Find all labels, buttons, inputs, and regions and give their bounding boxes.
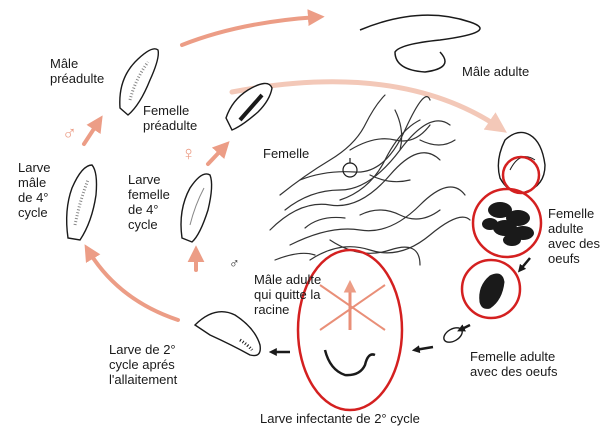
label-line: Mâle adulte	[254, 272, 321, 287]
label-line: Larve	[128, 172, 170, 187]
label-line: qui quitte la	[254, 287, 321, 302]
label-larva-female-4: Larve femelle de 4° cycle	[128, 172, 170, 232]
label-line: racine	[254, 302, 321, 317]
label-line: cycle	[128, 217, 170, 232]
infective-larva-illustration	[325, 350, 375, 375]
larva-female-4-illustration	[181, 174, 212, 242]
label-line: de 4°	[18, 190, 51, 205]
label-line: l'allaitement	[109, 372, 177, 387]
label-female-adult-eggs-right: Femelle adulte avec des oeufs	[548, 206, 600, 266]
label-male-adult-leaving-root: Mâle adulte qui quitte la racine	[254, 272, 321, 317]
arrow-small-to-larva	[415, 347, 433, 350]
arrow-to-male-preadult	[84, 121, 99, 144]
label-line: cycle aprés	[109, 357, 177, 372]
label-female-preadult: Femelle préadulte	[143, 103, 197, 133]
label-female-root: Femelle	[263, 146, 309, 161]
egg-mass-illustration	[482, 202, 534, 246]
label-line: Mâle	[50, 56, 104, 71]
label-larva-2-after-feeding: Larve de 2° cycle aprés l'allaitement	[109, 342, 177, 387]
label-line: oeufs	[548, 251, 600, 266]
label-male-adult: Mâle adulte	[462, 64, 529, 79]
label-line: Larve	[18, 160, 51, 175]
crossed-out-arrow	[320, 285, 385, 330]
root-mass-illustration	[270, 95, 470, 265]
small-egg-illustration	[441, 325, 464, 345]
label-line: Femelle adulte	[470, 349, 557, 364]
label-line: cycle	[18, 205, 51, 220]
male-symbol-small-icon: ♂	[229, 253, 240, 273]
female-symbol-icon: ♀	[181, 144, 196, 164]
label-line: Larve de 2°	[109, 342, 177, 357]
arrow-to-female-preadult	[208, 146, 225, 164]
male-symbol-icon: ♂	[62, 124, 77, 144]
label-line: Femelle	[548, 206, 600, 221]
arrow-egg-to-small	[460, 325, 470, 330]
label-female-adult-eggs-bottom: Femelle adulte avec des oeufs	[470, 349, 557, 379]
label-line: Femelle	[143, 103, 197, 118]
label-line: préadulte	[143, 118, 197, 133]
cycle-arrow-left	[88, 250, 178, 320]
label-line: avec des	[548, 236, 600, 251]
egg-illustration	[480, 274, 504, 308]
label-larva-male-4: Larve mâle de 4° cycle	[18, 160, 51, 220]
female-on-root-icon	[343, 158, 357, 177]
arrow-egg-down	[520, 258, 530, 270]
cycle-arrow-top	[182, 17, 318, 45]
label-infective-larva: Larve infectante de 2° cycle	[260, 411, 420, 426]
label-line: adulte	[548, 221, 600, 236]
label-line: mâle	[18, 175, 51, 190]
label-line: femelle	[128, 187, 170, 202]
larva-2-after-feeding-illustration	[195, 312, 260, 356]
label-male-preadult: Mâle préadulte	[50, 56, 104, 86]
label-line: de 4°	[128, 202, 170, 217]
label-line: préadulte	[50, 71, 104, 86]
larva-male-4-illustration	[67, 165, 97, 240]
label-line: avec des oeufs	[470, 364, 557, 379]
